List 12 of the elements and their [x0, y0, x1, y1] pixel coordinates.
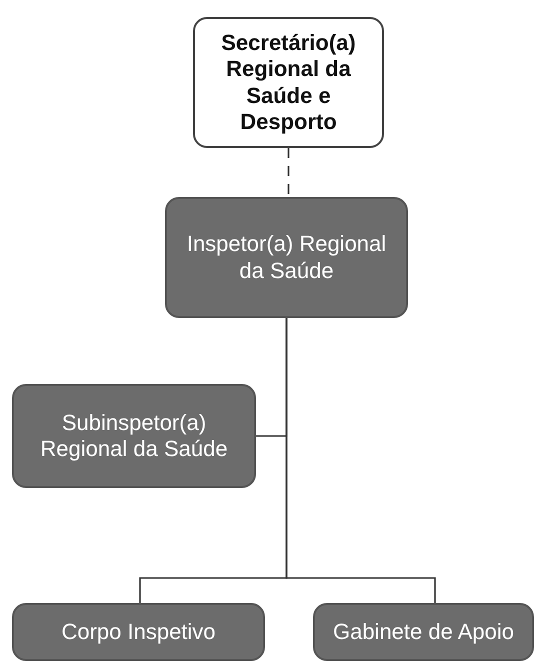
org-unit-box	[12, 603, 265, 661]
org-unit-box	[12, 384, 256, 488]
connector-line	[286, 318, 436, 603]
unit-label: Secretário(a) Regional da Saúde e Desporto	[220, 30, 357, 136]
title-box	[193, 17, 384, 148]
unit-label: Inspetor(a) Regional da Saúde	[186, 231, 388, 284]
unit-label: Corpo Inspetivo	[61, 618, 216, 646]
connector-line	[288, 148, 290, 197]
unit-label: Gabinete de Apoio	[332, 618, 514, 646]
unit-label: Subinspetor(a) Regional da Saúde	[39, 410, 229, 462]
org-unit-box	[165, 197, 408, 318]
org-unit-box	[313, 603, 534, 661]
